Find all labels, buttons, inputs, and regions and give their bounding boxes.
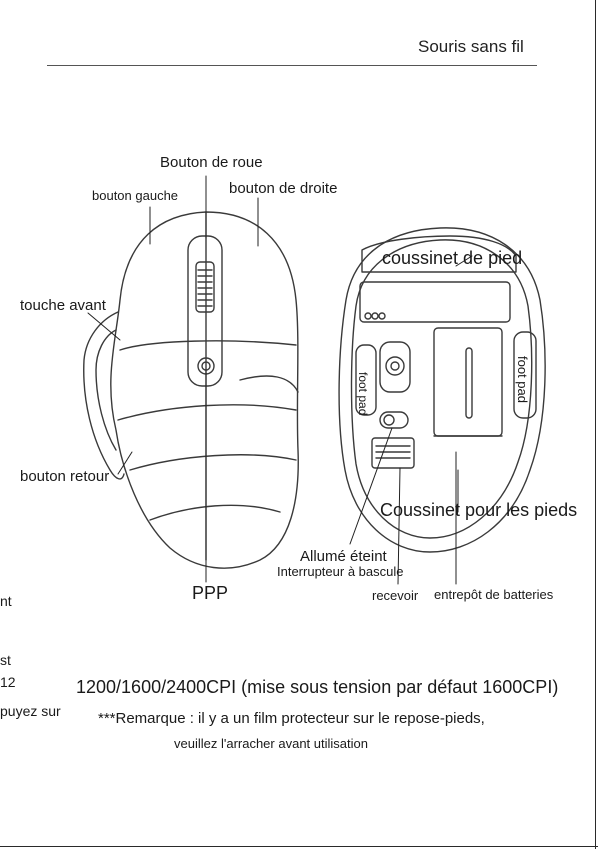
page-title: Souris sans fil: [418, 37, 524, 56]
bottom-inner-outline: [350, 239, 533, 539]
right-foot-pad: [513, 331, 537, 419]
side-grip: [83, 311, 125, 480]
rocker-switch-label: Interrupteur à bascule: [277, 564, 404, 579]
front-divider: [119, 340, 297, 351]
battery-label: entrepôt de batteries: [434, 587, 554, 602]
foot-pad-top-label: coussinet de pied: [382, 248, 523, 268]
bottom-body-outline: [338, 227, 546, 553]
sensor-plate: [379, 341, 411, 393]
battery-cover: [433, 327, 503, 437]
page-edge-bottom: [0, 846, 598, 847]
mouse-top-view: [83, 211, 299, 569]
cutoff-fragment: 12: [0, 674, 16, 690]
top-foot-pad: [361, 235, 517, 273]
receiver-label: recevoir: [372, 588, 419, 603]
palm-curve-4: [149, 504, 281, 521]
top-body-outline: [110, 211, 299, 569]
note-line-2: veuillez l'arracher avant utilisation: [174, 736, 368, 751]
cutoff-fragment: puyez sur: [0, 703, 61, 719]
note-line-1: ***Remarque : il y a un film protecteur …: [98, 710, 485, 727]
wheel-ridges: [197, 269, 213, 307]
scroll-wheel: [195, 261, 215, 313]
palm-curve-1: [117, 404, 297, 421]
wheel-housing: [187, 235, 223, 387]
mouse-bottom-view: [338, 227, 546, 553]
dpi-label: PPP: [192, 583, 229, 603]
back-button-label: bouton retour: [20, 468, 110, 485]
foot-pad-left-label: foot pad: [356, 372, 370, 415]
cpi-info: 1200/1600/2400CPI (mise sous tension par…: [76, 677, 559, 697]
cutoff-fragment: nt: [0, 593, 12, 609]
right-button-label: bouton de droite: [229, 180, 338, 197]
page-edge-right: [595, 0, 596, 849]
left-button-label: bouton gauche: [92, 188, 179, 203]
cutoff-fragment: st: [0, 652, 11, 668]
receiver-slot: [371, 437, 415, 469]
optical-sensor: [385, 356, 405, 376]
side-grip-inner: [95, 329, 117, 451]
foot-pad-right-label: foot pad: [515, 356, 530, 403]
leader-lines: [87, 175, 473, 585]
forward-key-label: touche avant: [20, 297, 106, 314]
left-foot-pad: [355, 344, 377, 416]
wheel-button-label: Bouton de roue: [160, 154, 263, 171]
top-recess: [359, 281, 511, 323]
foot-pads-label: Coussinet pour les pieds: [380, 500, 578, 520]
power-switch: [379, 411, 409, 429]
palm-curve-3: [239, 375, 299, 393]
palm-curve-2: [129, 454, 297, 471]
power-label: Allumé éteint: [300, 548, 387, 565]
header-divider: [47, 65, 537, 66]
